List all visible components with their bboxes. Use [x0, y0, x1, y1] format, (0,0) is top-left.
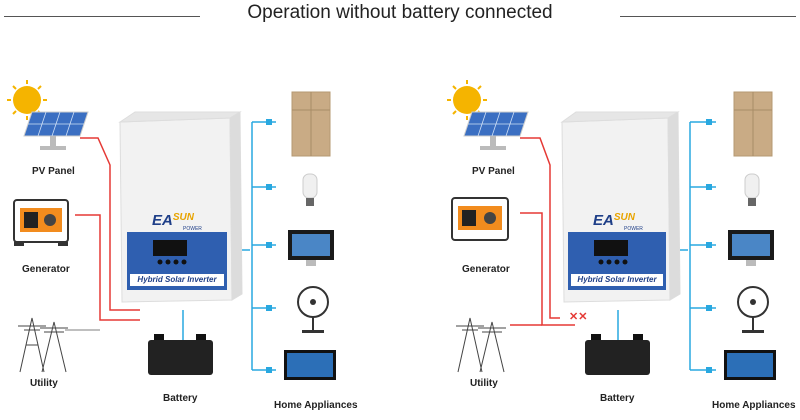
plug-icon — [266, 367, 272, 373]
monitor-icon — [288, 230, 334, 266]
generator-wire — [520, 212, 575, 326]
sun-icon — [447, 80, 487, 120]
sun-icon — [7, 80, 47, 120]
inverter-name: Hybrid Solar Inverter — [137, 275, 217, 284]
inverter-body — [560, 111, 681, 303]
plug-icon — [706, 119, 712, 125]
generator-wire — [75, 214, 140, 321]
generator-label: Generator — [462, 264, 510, 275]
plug-icon — [266, 305, 272, 311]
brand-sun-text: SUN — [613, 212, 635, 223]
ac-disconnect-mark: ✕✕ — [569, 311, 588, 323]
inverter-brand-power: POWER — [624, 226, 643, 232]
fridge-icon — [733, 91, 773, 157]
inverter-name: Hybrid Solar Inverter — [577, 275, 657, 284]
utility-tower-icon — [18, 317, 68, 373]
plug-icon — [706, 242, 712, 248]
battery-label: Battery — [163, 393, 198, 404]
utility-label: Utility — [30, 378, 58, 389]
battery-label: Battery — [600, 393, 635, 404]
brand-main-text: EA — [593, 212, 614, 229]
utility-label: Utility — [470, 378, 498, 389]
fan-icon — [297, 286, 329, 333]
generator-label: Generator — [22, 264, 70, 275]
plug-icon — [706, 184, 712, 190]
battery-icon — [148, 334, 213, 375]
battery-icon — [585, 334, 650, 375]
diagram-title: Operation without battery connected — [247, 2, 553, 23]
home-appliances-label: Home Appliances — [712, 400, 796, 411]
inverter-brand-power: POWER — [183, 226, 202, 232]
pv-wire — [80, 137, 140, 311]
plug-icon — [706, 305, 712, 311]
generator-icon — [13, 199, 69, 246]
lightbulb-icon — [744, 173, 760, 206]
pv-panel-label: PV Panel — [32, 166, 75, 177]
home-appliances-label: Home Appliances — [274, 400, 358, 411]
pv-panel-label: PV Panel — [472, 166, 515, 177]
brand-sun-text: SUN — [172, 212, 194, 223]
plug-icon — [706, 367, 712, 373]
fridge-icon — [291, 91, 331, 157]
inverter-brand: EASUN — [152, 212, 194, 229]
plug-icon — [266, 242, 272, 248]
title-rule-right — [620, 16, 796, 17]
television-icon — [284, 350, 336, 380]
television-icon — [724, 350, 776, 380]
plug-icon — [266, 184, 272, 190]
fan-icon — [737, 286, 769, 333]
plug-icon — [266, 119, 272, 125]
lightbulb-icon — [302, 173, 318, 206]
solar-panel-icon — [23, 111, 89, 150]
pv-wire — [520, 137, 560, 319]
generator-icon — [451, 197, 509, 241]
inverter-brand: EASUN — [593, 212, 635, 229]
solar-panel-icon — [463, 111, 529, 150]
inverter-body — [118, 111, 243, 303]
utility-tower-icon — [456, 317, 506, 373]
title-rule-left — [4, 16, 200, 17]
monitor-icon — [728, 230, 774, 266]
brand-main-text: EA — [152, 212, 173, 229]
